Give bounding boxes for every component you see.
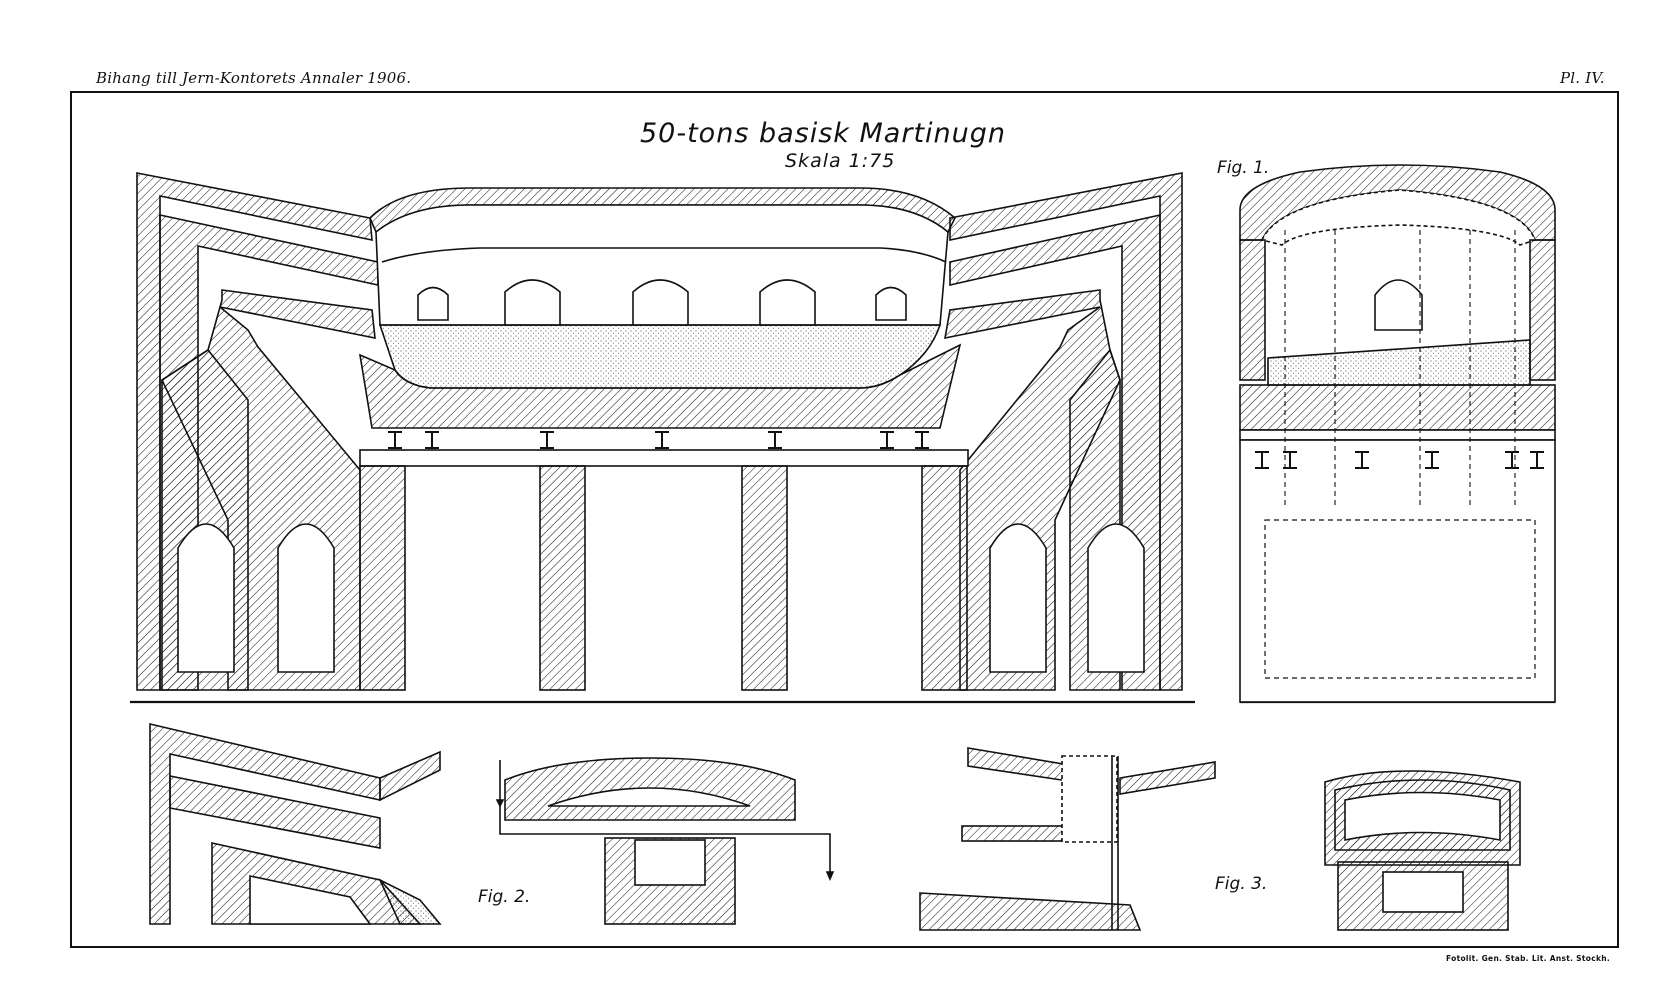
- detail-right: [919, 747, 1216, 931]
- hearth-base: [358, 343, 962, 429]
- fig2-opening: [634, 839, 706, 886]
- fig3-label: Fig. 3.: [1215, 874, 1268, 894]
- door-2: [504, 279, 561, 326]
- fig1-label: Fig. 1.: [1217, 158, 1270, 178]
- fig1-right-wall: [1529, 239, 1556, 381]
- pillar-3: [741, 465, 788, 691]
- door-5: [875, 286, 907, 321]
- fig1-hearth-base: [1239, 384, 1556, 431]
- fig1-door: [1374, 279, 1423, 331]
- beam-plate: [359, 449, 969, 467]
- main-section: [130, 172, 1555, 704]
- fig1-cross-section: [1239, 164, 1556, 703]
- fig1-left-wall: [1239, 239, 1266, 381]
- fig3-detail: [1324, 770, 1521, 931]
- pillar-4: [921, 465, 968, 691]
- detail-left: [149, 722, 442, 925]
- hearth-lining: [378, 324, 942, 389]
- right-arch-2: [1087, 523, 1145, 673]
- fig2-label: Fig. 2.: [478, 887, 531, 907]
- plate-frame: [70, 91, 1619, 948]
- door-3: [632, 279, 689, 326]
- fig2-arrow-in: [495, 799, 505, 808]
- fig1-plate: [1239, 429, 1556, 441]
- roof-inner-line: [381, 247, 947, 263]
- door-4: [759, 279, 816, 326]
- i-beams: [388, 431, 929, 449]
- fig1-lower-chamber: [1239, 439, 1556, 703]
- fig2-detail: [495, 757, 835, 925]
- pillar-2: [539, 465, 586, 691]
- fig2-channel: [547, 787, 751, 807]
- fig2-arrow-out: [825, 871, 835, 882]
- fig1-i-beams: [1255, 451, 1544, 469]
- door-1: [417, 286, 449, 321]
- plate-scale: Skala 1:75: [785, 150, 896, 172]
- right-arch-1: [989, 523, 1047, 673]
- left-arch-2: [277, 523, 335, 673]
- header-plate-number: Pl. IV.: [1560, 69, 1605, 87]
- header-journal-title: Bihang till Jern-Kontorets Annaler 1906.: [96, 69, 412, 87]
- pillar-1: [359, 465, 406, 691]
- fig3-opening: [1382, 871, 1464, 913]
- right-port-block: [944, 289, 1121, 691]
- plate-title: 50-tons basisk Martinugn: [640, 118, 1007, 149]
- fig3-inner: [1344, 791, 1501, 841]
- fig1-dashed-flues: [1284, 230, 1516, 505]
- printer-credit: Fotolit. Gen. Stab. Lit. Anst. Stockh.: [1446, 954, 1611, 963]
- left-arch-1: [177, 523, 235, 673]
- fig1-hearth-dots: [1267, 339, 1531, 386]
- fig1-dashed-pit: [1264, 519, 1536, 679]
- fig2-pipe: [499, 760, 831, 872]
